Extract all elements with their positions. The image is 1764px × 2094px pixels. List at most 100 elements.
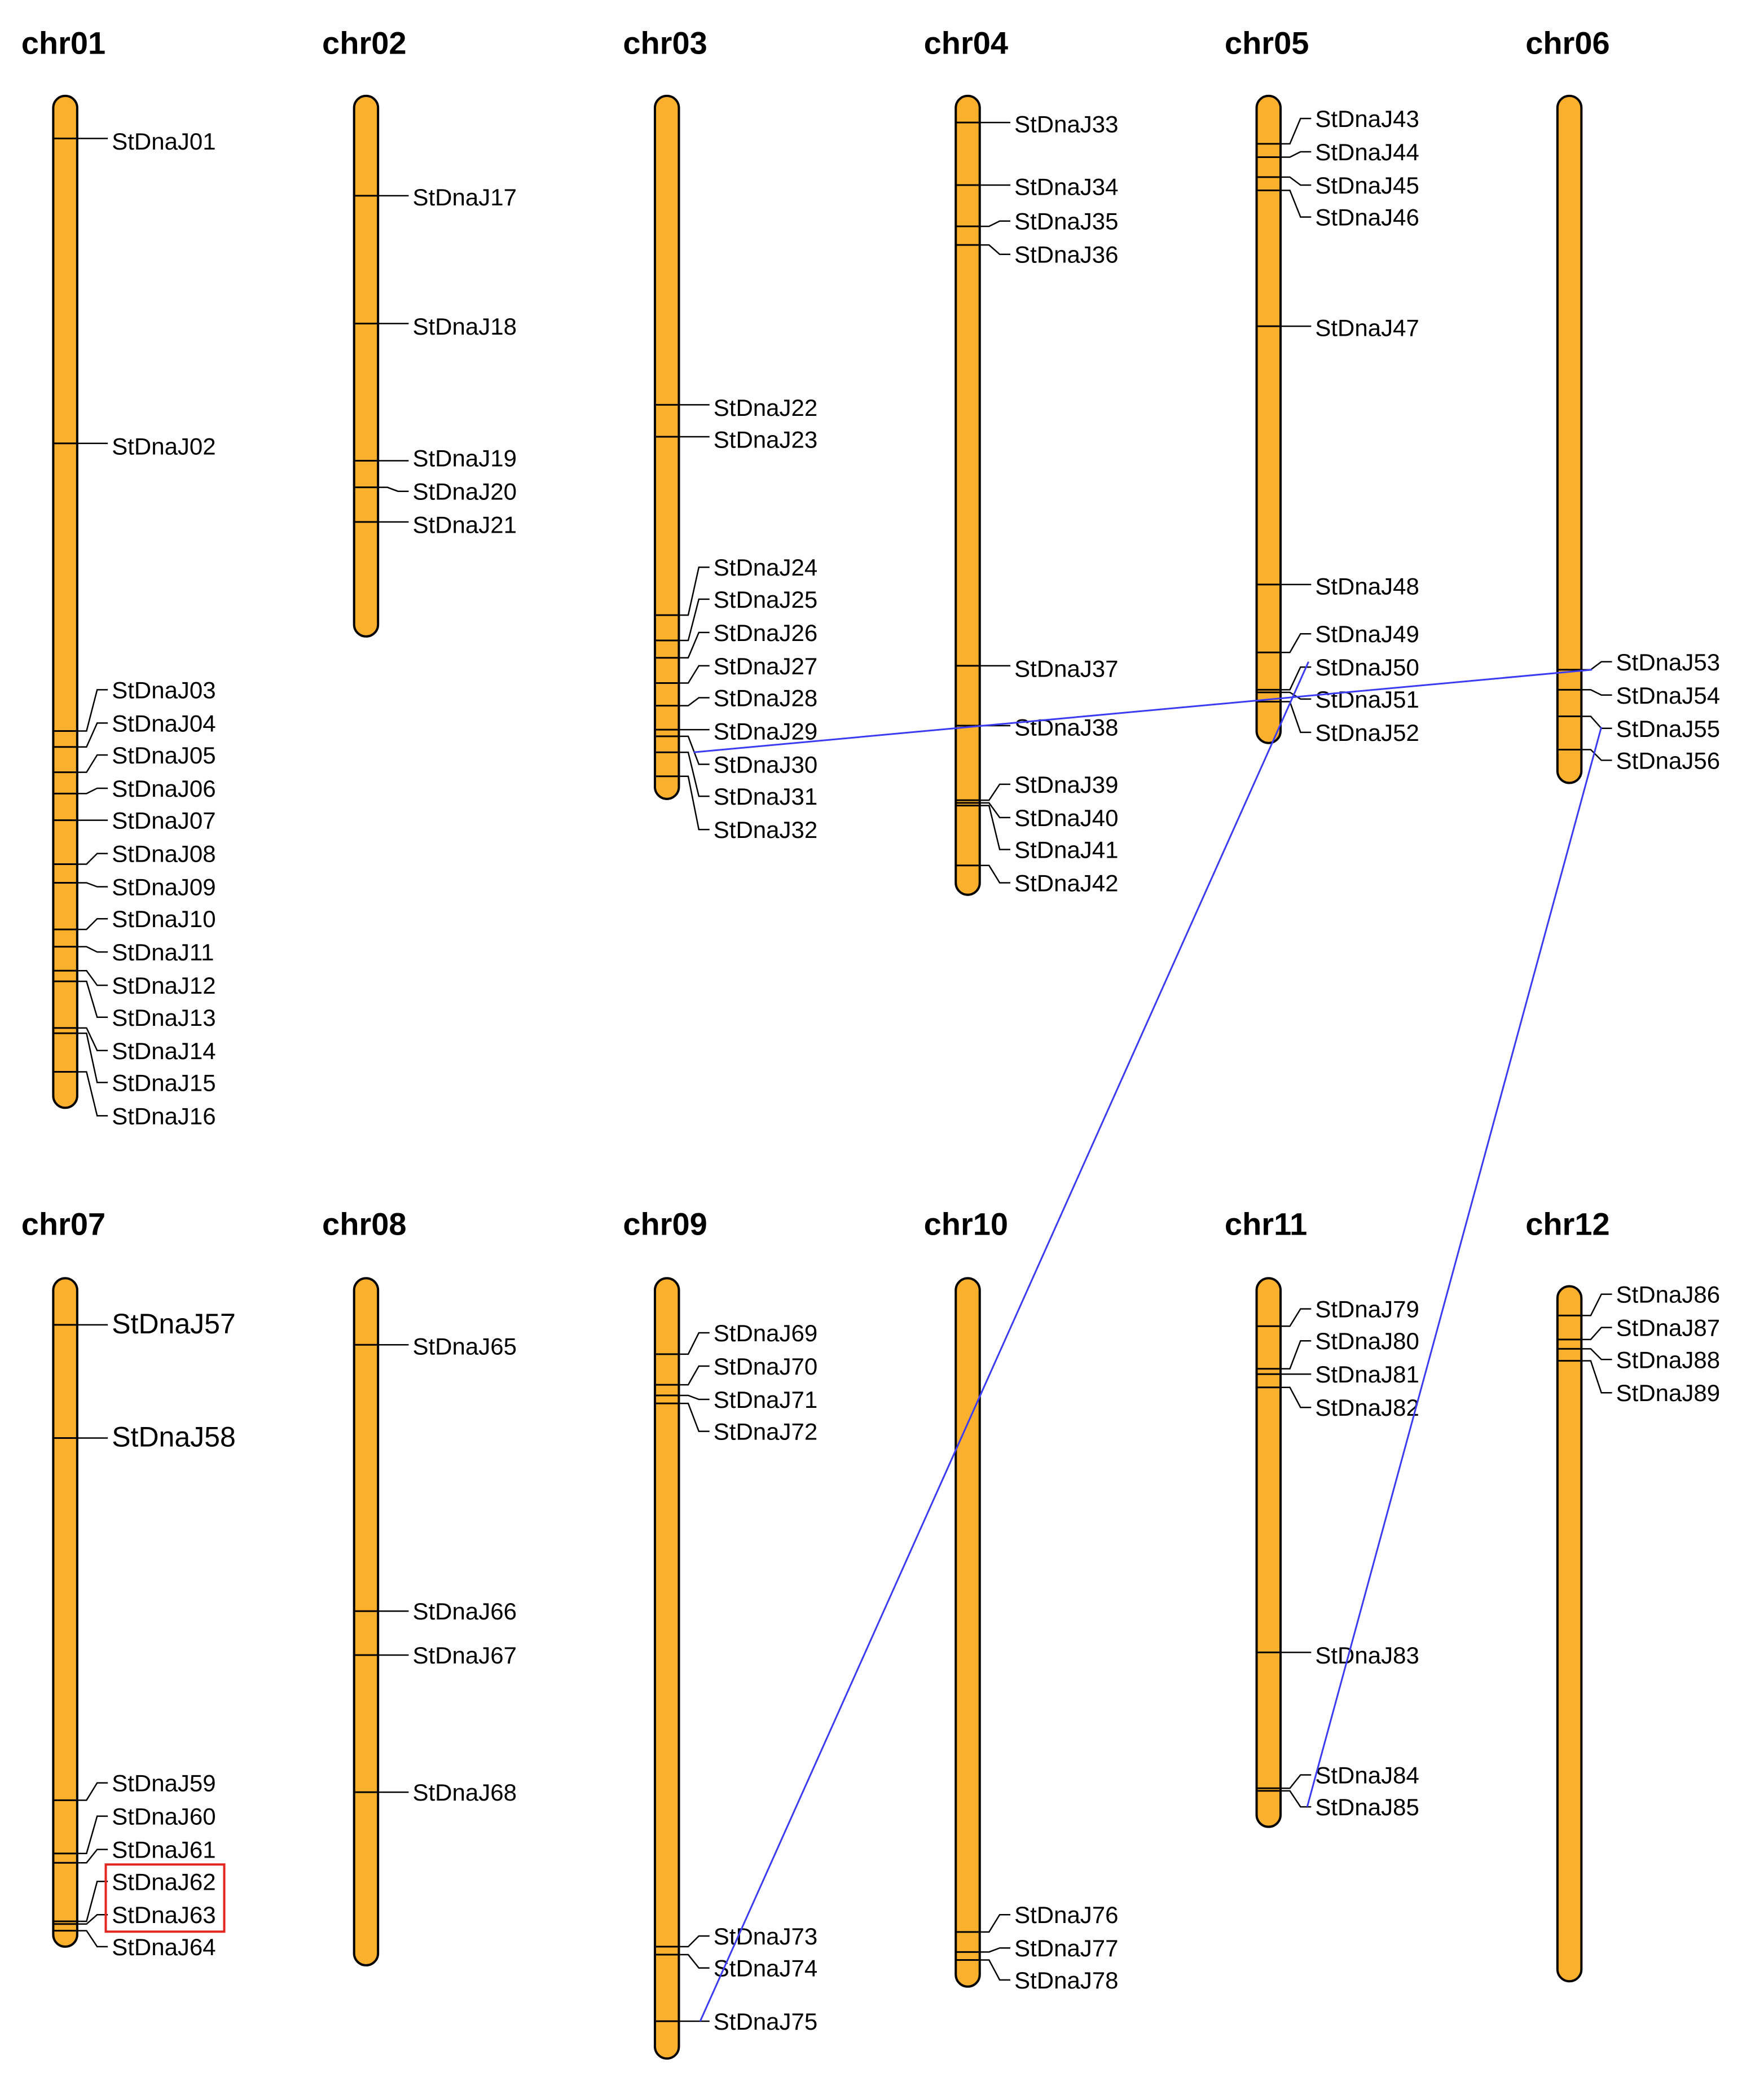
gene-StDnaJ74: StDnaJ74: [654, 1953, 817, 1982]
gene-StDnaJ43: StDnaJ43: [1256, 106, 1419, 145]
gene-StDnaJ33: StDnaJ33: [956, 111, 1119, 137]
gene-StDnaJ62: StDnaJ62: [53, 1868, 216, 1922]
duplication-link-StDnaJ30-StDnaJ53: [693, 669, 1593, 753]
gene-StDnaJ54: StDnaJ54: [1557, 682, 1720, 709]
gene-label: StDnaJ67: [413, 1642, 517, 1669]
gene-leader-line: [979, 802, 1011, 819]
gene-leader-line: [77, 1914, 108, 1925]
gene-label: StDnaJ01: [112, 128, 215, 155]
gene-StDnaJ40: StDnaJ40: [956, 802, 1119, 831]
gene-leader-line: [77, 722, 108, 748]
gene-label: StDnaJ10: [112, 906, 215, 932]
chromosome-bar: [353, 94, 380, 638]
gene-label: StDnaJ71: [714, 1386, 817, 1413]
gene-StDnaJ05: StDnaJ05: [53, 742, 216, 774]
gene-label: StDnaJ32: [714, 816, 817, 843]
gene-leader-line: [77, 689, 108, 732]
gene-leader-line: [77, 1032, 108, 1083]
gene-StDnaJ77: StDnaJ77: [956, 1935, 1119, 1961]
gene-leader-line: [979, 1959, 1011, 1981]
gene-leader-line: [1281, 190, 1312, 218]
chromosome-title: chr05: [1225, 25, 1309, 61]
gene-leader-line: [1281, 117, 1312, 145]
gene-leader-line: [979, 244, 1011, 255]
gene-StDnaJ81: StDnaJ81: [1256, 1361, 1419, 1388]
gene-label: StDnaJ79: [1315, 1296, 1419, 1323]
gene-label: StDnaJ09: [112, 874, 215, 901]
gene-StDnaJ14: StDnaJ14: [53, 1027, 216, 1064]
chromosome-chr02: chr02StDnaJ17StDnaJ18StDnaJ19StDnaJ20StD…: [322, 25, 517, 638]
gene-label: StDnaJ82: [1315, 1394, 1419, 1421]
chromosome-chr09: chr09StDnaJ69StDnaJ70StDnaJ71StDnaJ72StD…: [623, 1206, 817, 2060]
gene-leader-line: [1281, 176, 1312, 186]
chromosome-title: chr04: [924, 25, 1008, 61]
gene-StDnaJ32: StDnaJ32: [654, 775, 817, 843]
gene-StDnaJ06: StDnaJ06: [53, 775, 216, 802]
gene-leader-line: [679, 751, 710, 797]
gene-StDnaJ37: StDnaJ37: [956, 656, 1119, 682]
chromosome-title: chr01: [21, 25, 105, 61]
chromosome-bar: [1255, 94, 1282, 744]
gene-label: StDnaJ24: [714, 554, 817, 581]
gene-label: StDnaJ34: [1014, 173, 1118, 200]
gene-label: StDnaJ44: [1315, 139, 1419, 165]
gene-StDnaJ52: StDnaJ52: [1256, 701, 1419, 746]
gene-label: StDnaJ80: [1315, 1328, 1419, 1354]
gene-StDnaJ86: StDnaJ86: [1557, 1281, 1720, 1316]
gene-StDnaJ19: StDnaJ19: [354, 445, 517, 472]
gene-leader-line: [679, 775, 710, 831]
gene-label: StDnaJ46: [1315, 204, 1419, 231]
gene-StDnaJ21: StDnaJ21: [354, 512, 517, 538]
gene-StDnaJ04: StDnaJ04: [53, 710, 216, 748]
gene-StDnaJ26: StDnaJ26: [654, 620, 817, 659]
gene-leader-line: [679, 566, 710, 616]
gene-leader-line: [679, 598, 710, 642]
gene-label: StDnaJ49: [1315, 621, 1419, 647]
chromosome-title: chr11: [1225, 1206, 1307, 1242]
gene-leader-line: [77, 980, 108, 1019]
gene-label: StDnaJ61: [112, 1837, 215, 1863]
gene-leader-line: [1281, 633, 1312, 653]
gene-leader-line: [1281, 1340, 1312, 1370]
gene-leader-line: [1281, 666, 1312, 691]
gene-StDnaJ01: StDnaJ01: [53, 128, 216, 155]
gene-StDnaJ18: StDnaJ18: [354, 313, 517, 340]
gene-StDnaJ68: StDnaJ68: [354, 1779, 517, 1806]
gene-leader-line: [77, 969, 108, 986]
gene-label: StDnaJ27: [714, 653, 817, 679]
gene-label: StDnaJ74: [714, 1955, 817, 1982]
gene-StDnaJ36: StDnaJ36: [956, 242, 1119, 268]
gene-label: StDnaJ52: [1315, 719, 1419, 746]
gene-label: StDnaJ21: [413, 512, 517, 538]
gene-StDnaJ60: StDnaJ60: [53, 1803, 216, 1855]
gene-leader-line: [679, 735, 710, 765]
gene-leader-line: [1581, 689, 1612, 696]
gene-StDnaJ69: StDnaJ69: [654, 1320, 817, 1355]
chromosome-title: chr08: [322, 1206, 406, 1242]
gene-StDnaJ10: StDnaJ10: [53, 906, 216, 932]
gene-StDnaJ59: StDnaJ59: [53, 1770, 216, 1801]
gene-leader-line: [77, 1815, 108, 1854]
gene-leader-line: [1581, 1327, 1612, 1341]
gene-leader-line: [1581, 1348, 1612, 1360]
gene-label: StDnaJ25: [714, 586, 817, 613]
gene-leader-line: [77, 918, 108, 930]
gene-StDnaJ46: StDnaJ46: [1256, 189, 1419, 231]
gene-label: StDnaJ53: [1616, 649, 1720, 675]
gene-StDnaJ44: StDnaJ44: [1256, 139, 1419, 165]
chromosome-title: chr02: [322, 25, 406, 61]
gene-StDnaJ83: StDnaJ83: [1256, 1642, 1419, 1669]
gene-label: StDnaJ06: [112, 775, 215, 802]
chromosome-chr04: chr04StDnaJ33StDnaJ34StDnaJ35StDnaJ36StD…: [924, 25, 1119, 897]
highlight-box: [104, 1863, 226, 1933]
chromosomes-layer: chr01StDnaJ01StDnaJ02StDnaJ03StDnaJ04StD…: [21, 25, 1720, 2060]
gene-label: StDnaJ18: [413, 313, 517, 340]
gene-leader-line: [1281, 1386, 1312, 1408]
gene-leader-line: [979, 1914, 1011, 1933]
gene-leader-line: [979, 864, 1011, 884]
chromosome-title: chr12: [1525, 1206, 1609, 1242]
gene-label: StDnaJ11: [112, 939, 214, 965]
